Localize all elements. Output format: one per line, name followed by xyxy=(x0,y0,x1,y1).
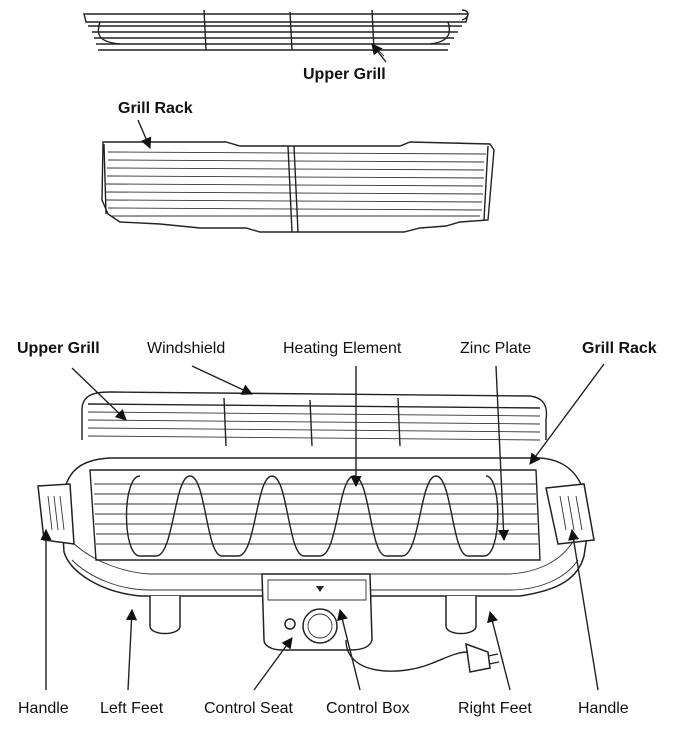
label-upper-grill: Upper Grill xyxy=(17,340,100,357)
label-control-seat: Control Seat xyxy=(204,700,293,717)
label-right-feet: Right Feet xyxy=(458,700,532,717)
label-top-grill-rack: Grill Rack xyxy=(118,100,193,117)
label-heating-element: Heating Element xyxy=(283,340,402,357)
label-windshield: Windshield xyxy=(147,340,226,357)
label-top-upper-grill: Upper Grill xyxy=(303,66,386,83)
label-handle-left: Handle xyxy=(18,700,69,717)
upper-grill-illustration xyxy=(83,9,469,57)
label-handle-right: Handle xyxy=(578,700,629,717)
grill-rack-illustration xyxy=(101,141,495,233)
label-left-feet: Left Feet xyxy=(100,700,164,717)
label-zinc-plate: Zinc Plate xyxy=(460,340,532,357)
label-control-box: Control Box xyxy=(326,700,410,717)
label-leader-lines xyxy=(40,43,605,691)
assembled-grill-illustration xyxy=(37,391,595,673)
label-grill-rack: Grill Rack xyxy=(582,340,657,357)
